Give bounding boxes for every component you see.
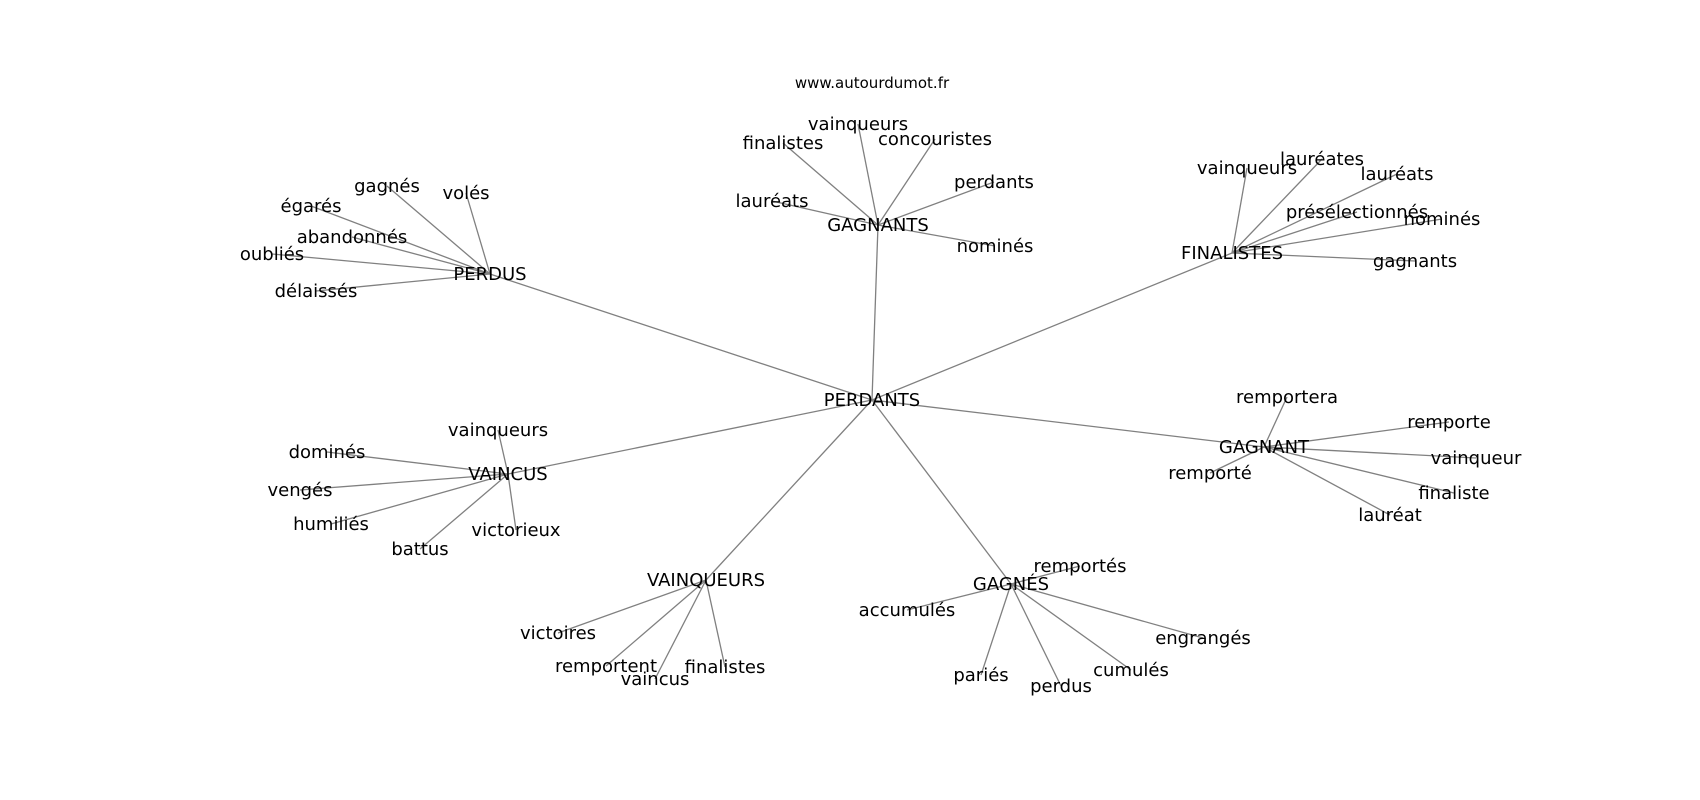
edge-hub-to-leaf: [326, 451, 509, 475]
edge-hub-to-leaf: [507, 473, 517, 531]
leaf-word[interactable]: égarés: [281, 196, 342, 217]
edge-hub-to-leaf: [877, 181, 995, 226]
leaf-word[interactable]: nominés: [957, 236, 1034, 257]
leaf-word[interactable]: lauréats: [1361, 164, 1434, 185]
edge-hub-to-leaf: [1263, 446, 1477, 459]
edge-hub-to-leaf: [386, 185, 491, 275]
leaf-word[interactable]: présélectionnés: [1286, 202, 1428, 223]
leaf-word[interactable]: gagnants: [1373, 251, 1457, 272]
hub-word[interactable]: VAINCUS: [468, 464, 547, 485]
edge-hub-to-leaf: [857, 123, 879, 226]
leaf-word[interactable]: nominés: [1404, 209, 1481, 230]
leaf-word[interactable]: vainqueur: [1431, 448, 1522, 469]
leaf-word[interactable]: vaincus: [621, 669, 690, 690]
edge-hub-to-leaf: [1231, 218, 1443, 254]
leaf-word[interactable]: gagnés: [354, 176, 420, 197]
edge-hub-to-leaf: [771, 200, 879, 226]
edge-hub-to-leaf: [465, 192, 491, 275]
leaf-word[interactable]: volés: [442, 183, 489, 204]
edge-hub-to-leaf: [1263, 446, 1391, 516]
hub-word[interactable]: GAGNANTS: [827, 215, 929, 236]
edge-hub-to-leaf: [1263, 421, 1450, 448]
edge-hub-to-leaf: [557, 579, 707, 634]
edge-hub-to-leaf: [299, 473, 509, 491]
leaf-word[interactable]: accumulés: [859, 600, 956, 621]
edge-hub-to-leaf: [1010, 583, 1132, 671]
leaf-word[interactable]: vainqueurs: [1197, 158, 1297, 179]
leaf-word[interactable]: remporte: [1407, 412, 1491, 433]
hub-word[interactable]: VAINQUEURS: [647, 570, 765, 591]
edge-hub-to-leaf: [1231, 173, 1398, 254]
edge-center-to-hub: [871, 399, 1012, 585]
edge-hub-to-leaf: [1263, 396, 1288, 448]
leaf-word[interactable]: concouristes: [878, 129, 992, 150]
leaf-word[interactable]: abandonnés: [297, 227, 408, 248]
edge-hub-to-leaf: [1231, 252, 1416, 262]
edge-hub-to-leaf: [1010, 583, 1204, 639]
edge-hub-to-leaf: [705, 579, 726, 668]
leaf-word[interactable]: lauréates: [1280, 149, 1364, 170]
hub-word[interactable]: PERDUS: [453, 264, 526, 285]
edge-hub-to-leaf: [497, 429, 509, 475]
edge-hub-to-leaf: [980, 583, 1012, 676]
leaf-word[interactable]: finalistes: [743, 133, 824, 154]
edge-hub-to-leaf: [271, 253, 491, 275]
leaf-word[interactable]: remportent: [555, 656, 657, 677]
leaf-word[interactable]: humiliés: [293, 514, 369, 535]
edge-center-to-hub: [705, 399, 873, 581]
edges-layer: [271, 123, 1477, 687]
leaf-word[interactable]: cumulés: [1093, 660, 1169, 681]
leaf-word[interactable]: remporté: [1168, 463, 1252, 484]
edge-hub-to-leaf: [1263, 446, 1455, 494]
hub-word[interactable]: FINALISTES: [1181, 243, 1283, 264]
leaf-word[interactable]: vainqueurs: [448, 420, 548, 441]
edge-hub-to-leaf: [310, 205, 491, 275]
leaf-word[interactable]: remportés: [1034, 556, 1127, 577]
leaf-word[interactable]: oubliés: [240, 244, 304, 265]
edge-hub-to-leaf: [1231, 211, 1358, 254]
edge-hub-to-leaf: [906, 583, 1012, 611]
edge-hub-to-leaf: [877, 138, 936, 226]
leaf-word[interactable]: engrangés: [1155, 628, 1251, 649]
labels-layer: www.autourdumot.fr PERDANTS gagnés volés ég…: [240, 74, 1522, 697]
leaf-word[interactable]: délaissés: [275, 281, 358, 302]
edge-hub-to-leaf: [654, 579, 707, 680]
leaf-word[interactable]: victoires: [520, 623, 596, 644]
edge-hub-to-leaf: [782, 142, 879, 226]
edge-hub-to-leaf: [877, 224, 996, 247]
leaf-word[interactable]: perdants: [954, 172, 1034, 193]
leaf-word[interactable]: finalistes: [685, 657, 766, 678]
edge-center-to-hub: [871, 252, 1233, 401]
leaf-word[interactable]: vengés: [267, 480, 332, 501]
edge-hub-to-leaf: [1231, 158, 1323, 254]
edge-hub-to-leaf: [1010, 565, 1081, 585]
edge-hub-to-leaf: [1010, 583, 1062, 687]
edge-hub-to-leaf: [351, 236, 491, 275]
leaf-word[interactable]: remportera: [1236, 387, 1338, 408]
leaf-word[interactable]: battus: [391, 539, 448, 560]
edge-center-to-hub: [507, 399, 873, 475]
edge-center-to-hub: [489, 273, 873, 401]
edge-center-to-hub: [871, 224, 879, 401]
edge-center-to-hub: [871, 399, 1265, 448]
leaf-word[interactable]: vainqueurs: [808, 114, 908, 135]
hub-word[interactable]: GAGNANT: [1219, 437, 1310, 458]
leaf-word[interactable]: victorieux: [471, 520, 561, 541]
edge-hub-to-leaf: [330, 473, 509, 525]
leaf-word[interactable]: finaliste: [1418, 483, 1489, 504]
leaf-word[interactable]: lauréat: [1358, 505, 1422, 526]
leaf-word[interactable]: perdus: [1030, 676, 1092, 697]
edge-hub-to-leaf: [1209, 446, 1265, 474]
edge-hub-to-leaf: [1231, 167, 1248, 254]
source-label[interactable]: www.autourdumot.fr: [795, 74, 950, 92]
edge-hub-to-leaf: [605, 579, 707, 667]
leaf-word[interactable]: dominés: [289, 442, 366, 463]
center-word[interactable]: PERDANTS: [824, 390, 920, 411]
leaf-word[interactable]: lauréats: [736, 191, 809, 212]
edge-hub-to-leaf: [315, 273, 491, 292]
hub-word[interactable]: GAGNÉS: [973, 573, 1049, 595]
edge-hub-to-leaf: [419, 473, 509, 550]
leaf-word[interactable]: pariés: [953, 665, 1008, 686]
